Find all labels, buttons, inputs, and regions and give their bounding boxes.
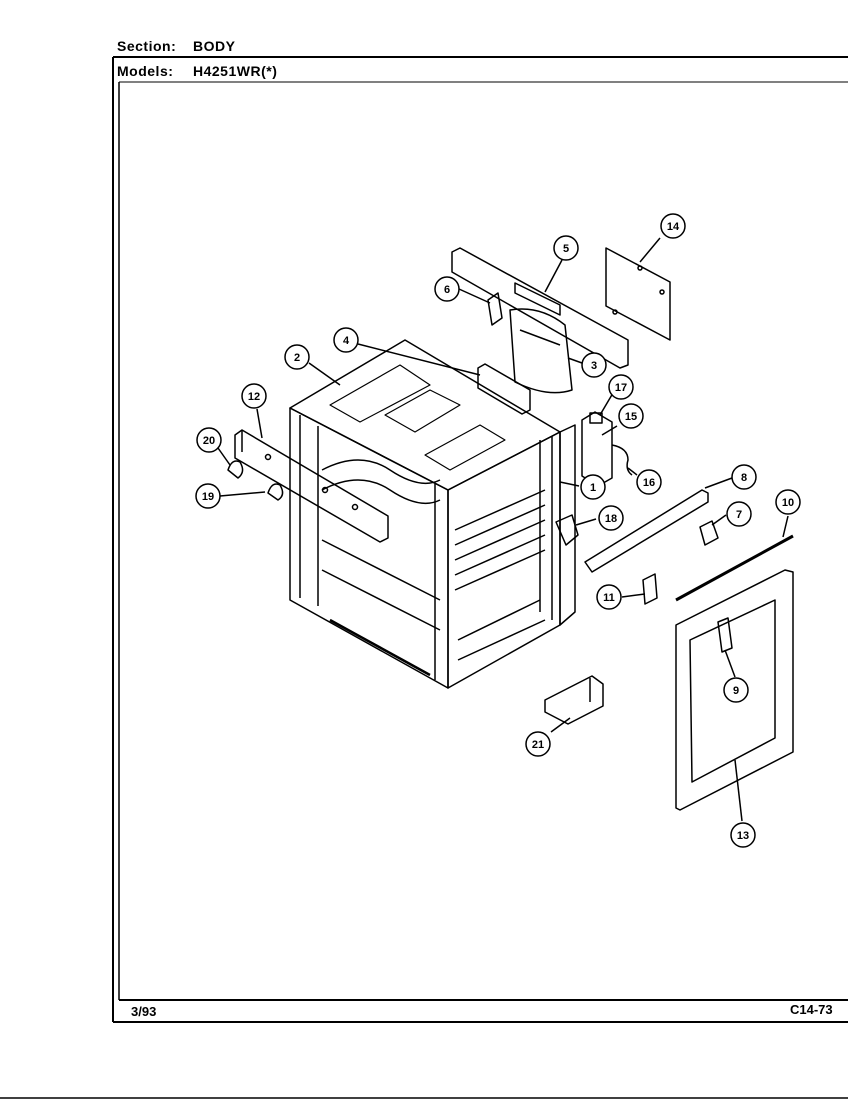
models-value: H4251WR(*) (193, 63, 278, 79)
vent-duct (509, 308, 573, 394)
svg-text:17: 17 (615, 382, 627, 394)
leader-16 (627, 467, 638, 476)
svg-text:18: 18 (605, 513, 617, 525)
svg-text:14: 14 (667, 221, 680, 233)
bracket-6 (487, 292, 503, 326)
leader-3 (567, 357, 583, 364)
svg-text:5: 5 (563, 243, 569, 255)
insulation-strip (477, 363, 531, 415)
leader-4 (357, 343, 481, 376)
svg-text:21: 21 (532, 739, 544, 751)
front-frame-bracket (234, 429, 389, 543)
callout-5: 5 (553, 235, 579, 261)
callout-10: 10 (775, 489, 801, 515)
callout-8: 8 (731, 464, 757, 490)
oven-door-frame (675, 569, 794, 811)
plate-11 (642, 573, 658, 605)
leader-12 (256, 408, 263, 439)
leader-17 (599, 392, 614, 416)
leader-1 (559, 481, 580, 487)
plate-7 (699, 520, 719, 546)
footer-date: 3/93 (131, 1004, 157, 1019)
svg-text:10: 10 (782, 497, 794, 509)
svg-text:8: 8 (741, 472, 747, 484)
svg-text:20: 20 (203, 435, 215, 447)
callout-3: 3 (581, 352, 607, 378)
hinge-receiver-19 (267, 483, 284, 501)
callout-1: 1 (580, 474, 606, 500)
leader-9 (724, 649, 736, 678)
leader-7 (711, 514, 727, 526)
models-label: Models: (117, 63, 174, 79)
bracket-18 (555, 514, 579, 546)
svg-text:1: 1 (590, 482, 596, 494)
callout-19: 19 (195, 483, 221, 509)
svg-text:2: 2 (294, 352, 300, 364)
svg-text:9: 9 (733, 685, 739, 697)
leader-19 (219, 491, 266, 497)
svg-text:19: 19 (202, 491, 214, 503)
svg-text:6: 6 (444, 284, 450, 296)
callout-6: 6 (434, 276, 460, 302)
hinge-receiver-20 (227, 460, 244, 479)
svg-text:12: 12 (248, 391, 260, 403)
leader-8 (704, 477, 733, 489)
section-value: BODY (193, 38, 236, 54)
callout-21: 21 (525, 731, 551, 757)
leader-18 (575, 518, 597, 526)
rear-top-panel (451, 247, 629, 369)
leader-2 (308, 362, 341, 386)
back-cover-panel (605, 247, 671, 341)
callout-9: 9 (723, 677, 749, 703)
leader-15 (601, 425, 618, 436)
callout-12: 12 (241, 383, 267, 409)
oven-body (289, 339, 576, 689)
svg-text:16: 16 (643, 477, 655, 489)
callout-16: 16 (636, 469, 662, 495)
section-label: Section: (117, 38, 177, 54)
callout-13: 13 (730, 822, 756, 848)
svg-text:7: 7 (736, 509, 742, 521)
callout-7: 7 (726, 501, 752, 527)
svg-text:15: 15 (625, 411, 637, 423)
callouts: 1 2 3 4 5 6 7 8 9 10 11 12 13 14 15 16 1… (195, 213, 801, 848)
leader-10 (782, 515, 789, 538)
leader-6 (458, 288, 491, 304)
switch-assembly (581, 411, 633, 487)
callout-11: 11 (596, 584, 622, 610)
svg-text:11: 11 (603, 592, 615, 604)
callout-20: 20 (196, 427, 222, 453)
footer-code: C14-73 (790, 1002, 833, 1017)
leader-14 (639, 237, 661, 263)
callout-18: 18 (598, 505, 624, 531)
door-handle-bracket (717, 617, 733, 653)
svg-text:13: 13 (737, 830, 749, 842)
vent-trim (584, 489, 709, 573)
leader-21 (550, 717, 571, 733)
leader-5 (544, 259, 563, 293)
leader-11 (621, 593, 646, 598)
callout-17: 17 (608, 374, 634, 400)
callout-14: 14 (660, 213, 686, 239)
callout-15: 15 (618, 403, 644, 429)
page-frame (0, 56, 848, 1099)
leader-13 (734, 759, 743, 822)
callout-4: 4 (333, 327, 359, 353)
callout-2: 2 (284, 344, 310, 370)
lower-bracket (544, 675, 604, 725)
leader-20 (217, 447, 231, 466)
svg-text:3: 3 (591, 360, 597, 372)
svg-text:4: 4 (343, 335, 350, 347)
rod-10 (675, 534, 794, 602)
